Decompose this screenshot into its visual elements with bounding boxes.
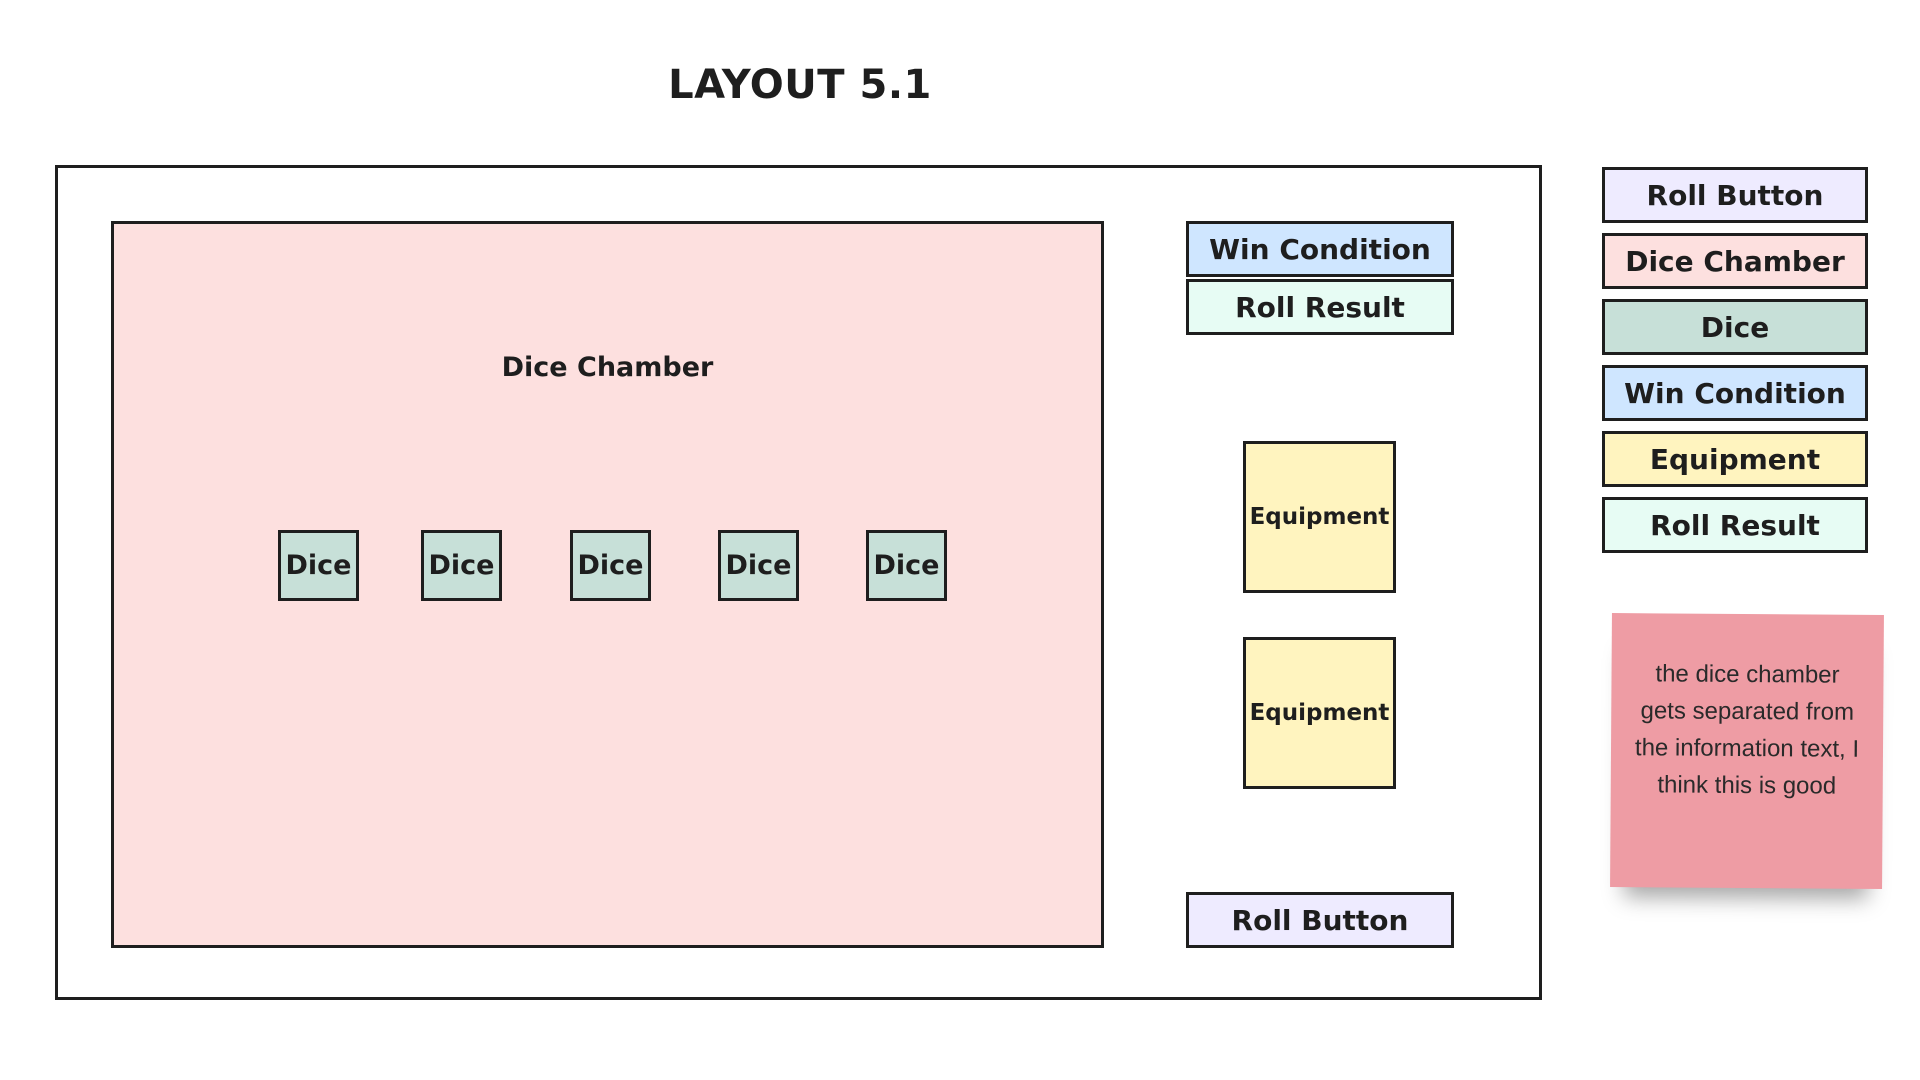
dice-3: Dice [570, 530, 651, 601]
legend-roll-result: Roll Result [1602, 497, 1868, 553]
win-condition-panel: Win Condition [1186, 221, 1454, 277]
legend-win-condition: Win Condition [1602, 365, 1868, 421]
roll-button: Roll Button [1186, 892, 1454, 948]
sticky-note: the dice chamber gets separated from the… [1610, 613, 1884, 889]
roll-result-panel: Roll Result [1186, 279, 1454, 335]
legend-roll-button: Roll Button [1602, 167, 1868, 223]
dice-4: Dice [718, 530, 799, 601]
equipment-slot-1: Equipment [1243, 441, 1396, 593]
legend-dice-chamber: Dice Chamber [1602, 233, 1868, 289]
page-title: LAYOUT 5.1 [668, 62, 932, 108]
equipment-slot-2: Equipment [1243, 637, 1396, 789]
dice-1: Dice [278, 530, 359, 601]
legend-dice: Dice [1602, 299, 1868, 355]
legend-equipment: Equipment [1602, 431, 1868, 487]
dice-5: Dice [866, 530, 947, 601]
dice-2: Dice [421, 530, 502, 601]
